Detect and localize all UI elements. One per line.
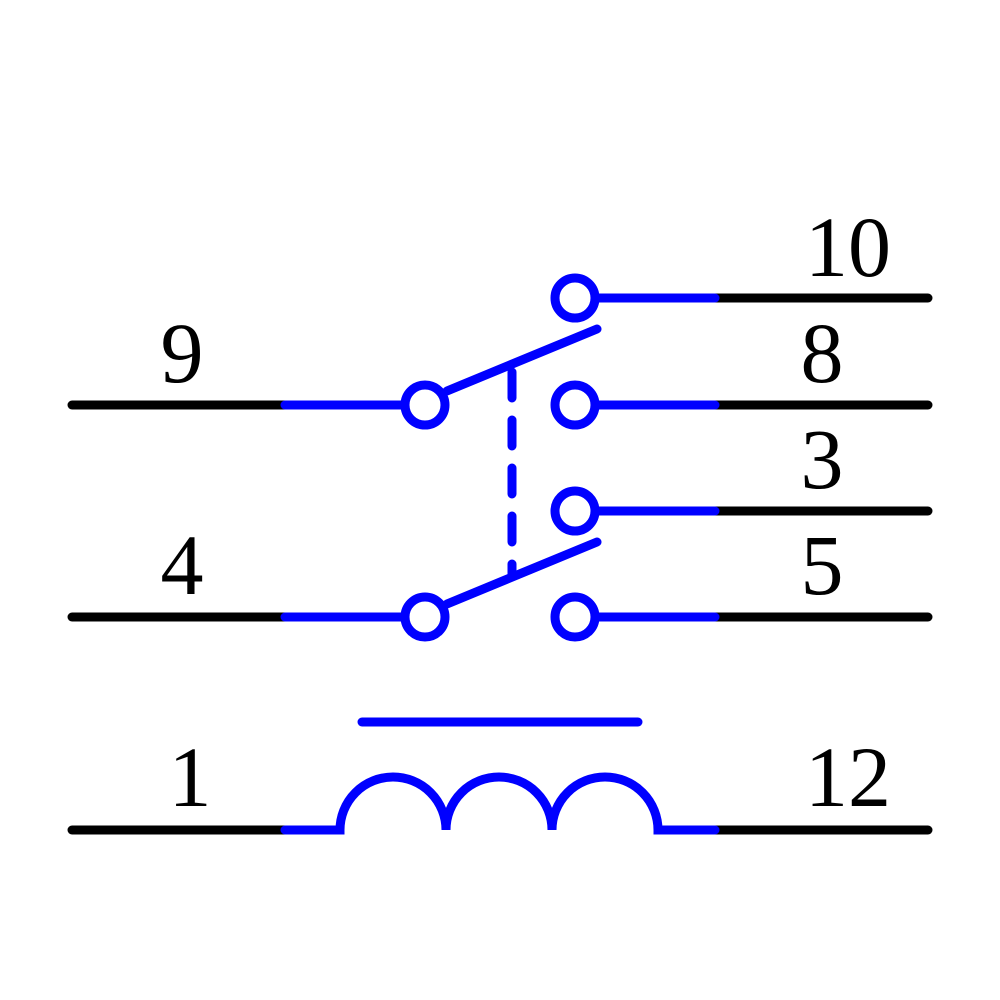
contact-pin-10-icon bbox=[550, 273, 600, 323]
contacts bbox=[400, 273, 600, 642]
inductor-coil-icon bbox=[280, 772, 720, 835]
pin-label-1: 1 bbox=[169, 729, 212, 825]
pin-labels: 9 4 1 10 8 3 5 12 bbox=[161, 199, 892, 825]
contact-common-upper-icon bbox=[400, 380, 450, 430]
contact-pin-3-icon bbox=[550, 486, 600, 536]
pin-label-8: 8 bbox=[801, 305, 844, 401]
pin-leads bbox=[67, 293, 933, 835]
symbol-wires bbox=[280, 293, 720, 835]
pin-label-4: 4 bbox=[161, 517, 204, 613]
contact-common-lower-icon bbox=[400, 592, 450, 642]
contact-pin-8-icon bbox=[550, 380, 600, 430]
pin-label-5: 5 bbox=[801, 517, 844, 613]
switch-blade-upper bbox=[442, 324, 602, 396]
pin-label-10: 10 bbox=[805, 199, 891, 295]
pin-label-3: 3 bbox=[801, 411, 844, 507]
contact-pin-5-icon bbox=[550, 592, 600, 642]
pin-label-12: 12 bbox=[805, 729, 891, 825]
switch-blade-lower bbox=[442, 537, 602, 609]
pin-label-9: 9 bbox=[161, 305, 204, 401]
